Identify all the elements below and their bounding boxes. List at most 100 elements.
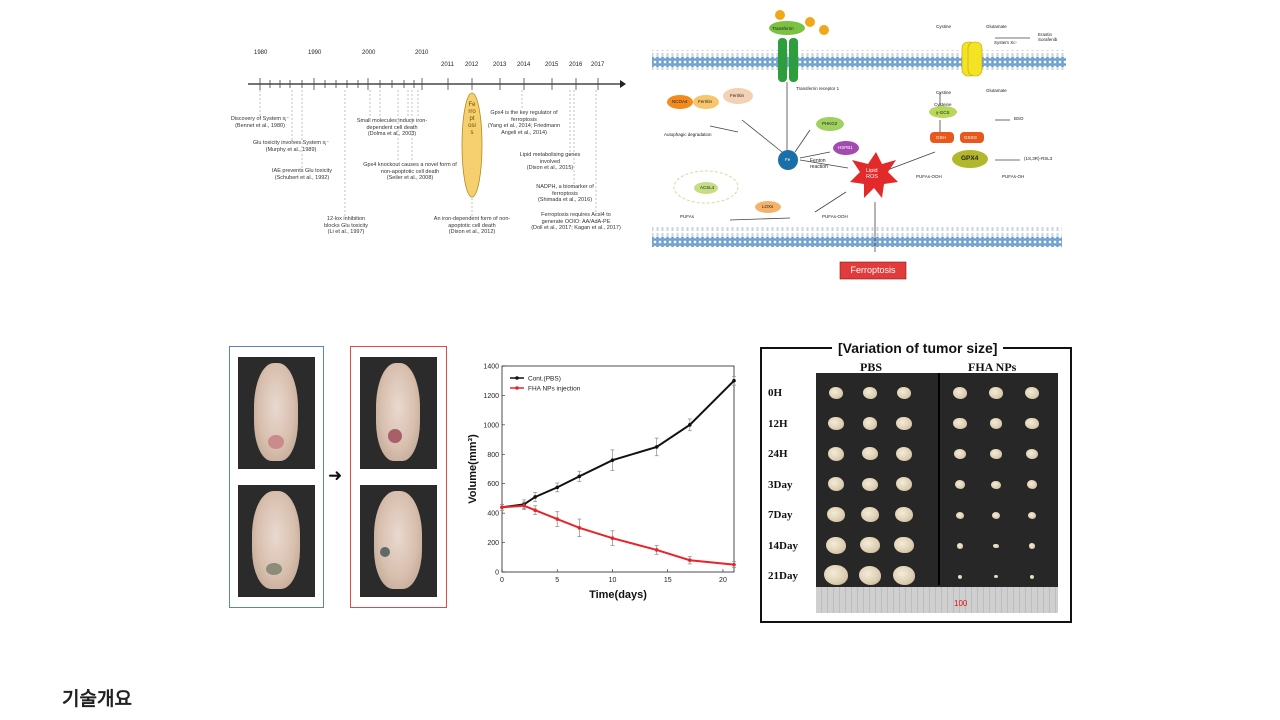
- data-point: [533, 495, 537, 499]
- data-point: [577, 474, 582, 479]
- fha-tumor: [1029, 574, 1035, 579]
- data-point: [732, 562, 736, 567]
- data-point: [533, 508, 537, 512]
- fha-tumor: [955, 511, 965, 520]
- fha-tumor: [1027, 511, 1037, 520]
- year-label: 2016: [569, 62, 583, 68]
- ferritin-label: Ferritin: [730, 93, 745, 98]
- event-text: 12-lox inhibition blocks Glu toxicity: [323, 216, 368, 229]
- data-point: [500, 505, 504, 510]
- glutamate-label: Glutamate: [986, 88, 1007, 93]
- data-point: [688, 558, 692, 563]
- ferroptosis-oval-label: Ferroptosis: [468, 102, 476, 136]
- timepoint-label: 21Day: [768, 570, 798, 582]
- mouse-photo: [360, 485, 437, 597]
- pbs-tumor: [896, 447, 912, 461]
- pufa-ooh-label: PUFAs-OOH: [916, 174, 942, 179]
- event-text: IAE prevents Glu toxicity: [272, 168, 332, 174]
- timeline-event: IAE prevents Glu toxicity (Schubert et a…: [262, 168, 342, 181]
- y-tick-label: 0: [495, 570, 499, 577]
- section-title: 기술개요: [62, 689, 132, 710]
- data-point: [654, 445, 659, 449]
- data-point: [654, 548, 659, 552]
- event-cite: (Doll et al., 2017; Kagan et al., 2017): [531, 225, 621, 231]
- erastin-label: Erastin Sorafenib: [1038, 32, 1058, 42]
- timeline-axis: [248, 78, 626, 216]
- year-label: 2013: [493, 62, 507, 68]
- ruler: [816, 587, 1058, 613]
- glutamate-top-label: Glutamate: [986, 24, 1007, 29]
- data-point: [732, 378, 736, 383]
- event-cite: (Shimada et al., 2016): [537, 197, 593, 203]
- timeline-event: NADPH, a biomarker of ferroptosis (Shima…: [528, 184, 602, 204]
- timeline-event: Lipid metabolising genes involved (Dixon…: [518, 152, 582, 172]
- column-header-pbs: PBS: [860, 360, 883, 374]
- pbs-tumor: [827, 477, 845, 492]
- timepoint-label: 24H: [768, 448, 788, 460]
- ncoa4-label: NCOA4: [672, 99, 688, 104]
- fha-tumor: [1026, 449, 1038, 460]
- pufa-oh-label: PUFAs-OH: [1002, 174, 1025, 179]
- y-tick-label: 600: [487, 481, 499, 488]
- series-line-0: [501, 380, 735, 509]
- event-cite: (Yang et al., 2014; Friedmann Angeli et …: [487, 123, 561, 136]
- pufa-ooh-bottom-label: PUFAs-OOH: [822, 214, 848, 219]
- pbs-tumor: [893, 566, 915, 585]
- tumor-spot: [268, 435, 284, 449]
- event-text: Lipid metabolising genes involved: [519, 152, 581, 165]
- y-tick-label: 400: [487, 511, 499, 518]
- pbs-tumor: [828, 386, 844, 400]
- data-point: [610, 458, 615, 462]
- fha-tumor: [1026, 480, 1038, 490]
- pbs-tumor: [896, 416, 912, 430]
- event-cite: (Dolma et al., 2003): [367, 131, 417, 137]
- pbs-tumor: [826, 506, 846, 523]
- gpx4-label: GPX4: [961, 155, 979, 162]
- panel-divider: [938, 373, 940, 585]
- pbs-tumor: [861, 507, 879, 523]
- timepoint-label: 7Day: [768, 509, 793, 521]
- timepoint-label: 0H: [768, 387, 783, 399]
- cysteine-label: Cysteine: [934, 102, 952, 107]
- pbs-tumor: [862, 417, 878, 430]
- event-text: Glu toxicity involves System xⱼ⁻: [252, 140, 330, 146]
- transferrin-label: Transferrin: [772, 26, 794, 31]
- year-label: 2000: [362, 50, 376, 56]
- year-label: 2017: [591, 62, 605, 68]
- y-tick-label: 200: [487, 540, 499, 547]
- hspb1-label: HSPB1: [838, 145, 853, 150]
- fha-tumor: [957, 574, 963, 579]
- ferroptosis-timeline-figure: 1980 1990 2000 2010 2011 2012 2013 2014 …: [222, 40, 627, 260]
- year-label: 2011: [441, 62, 454, 68]
- pbs-tumor: [894, 536, 914, 554]
- lox-label: LOXs: [762, 204, 774, 209]
- fha-tumor: [989, 418, 1003, 429]
- x-tick-label: 0: [500, 577, 504, 584]
- pbs-tumor: [828, 447, 844, 461]
- fha-tumor: [992, 512, 1000, 519]
- event-text: An iron-dependent form of non-apoptotic …: [433, 216, 511, 229]
- fha-tumor: [953, 417, 967, 430]
- ruler-mark: 100: [954, 599, 968, 608]
- gssg-label: GSSG: [964, 135, 978, 140]
- y-tick-label: 1400: [483, 364, 499, 371]
- fha-tumor: [956, 543, 964, 549]
- y-tick-label: 1000: [483, 422, 499, 429]
- event-cite: (Dixon et al., 2012): [448, 229, 496, 235]
- phkg2-label: PHKG2: [822, 121, 838, 126]
- event-text: Discovery of System xⱼ⁻: [230, 116, 290, 122]
- fenton-label: Fenton reaction: [810, 158, 828, 170]
- ferroptosis-oval: [461, 92, 483, 198]
- autophagic-label: Autophagic degradation: [664, 132, 712, 137]
- data-point: [610, 536, 615, 540]
- legend-marker: [515, 386, 519, 390]
- pbs-tumor: [862, 477, 878, 492]
- pbs-tumor: [860, 536, 880, 554]
- x-axis-label: Time(days): [589, 589, 647, 601]
- data-point: [577, 526, 582, 530]
- pbs-tumor: [862, 447, 878, 461]
- legend-label: FHA NPs injection: [528, 386, 581, 393]
- pbs-tumor: [863, 387, 877, 399]
- y-tick-label: 800: [487, 452, 499, 459]
